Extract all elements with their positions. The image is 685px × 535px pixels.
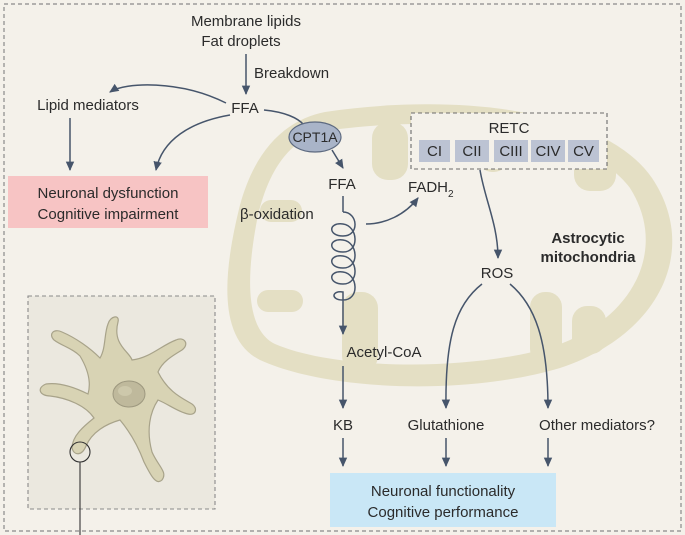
dysfunction-box <box>8 176 208 228</box>
retc-complexes: CI CII CIII CIV CV <box>419 140 599 162</box>
dysfunction-line2: Cognitive impairment <box>38 206 180 223</box>
glutathione-label: Glutathione <box>408 417 485 434</box>
ffa-top-label: FFA <box>231 100 259 117</box>
source-fat-droplets: Fat droplets <box>201 33 280 50</box>
kb-label: KB <box>333 417 353 434</box>
arrow-cpt1a-to-ffa <box>331 149 344 169</box>
fadh2-base: FADH <box>408 179 448 196</box>
complex-civ-label: CIV <box>535 143 560 160</box>
beta-oxidation-label: β-oxidation <box>240 206 314 223</box>
arrow-ros-to-other-mediators <box>509 283 553 410</box>
complex-ci-label: CI <box>427 143 442 160</box>
beta-oxidation-spiral <box>331 211 356 336</box>
ffa-inner-label: FFA <box>328 176 356 193</box>
arrow-ros-to-glutathione <box>441 283 483 410</box>
functionality-line1: Neuronal functionality <box>371 483 516 500</box>
retc-title: RETC <box>489 120 530 137</box>
fadh2-label: FADH2 <box>408 179 454 200</box>
complex-cii-label: CII <box>462 143 481 160</box>
functionality-box <box>330 473 556 527</box>
astrocyte-illustration <box>39 316 197 483</box>
arrow-retc-to-ros <box>479 169 503 260</box>
arrow-ffa-to-dysfunction <box>153 114 231 172</box>
cpt1a-label: CPT1A <box>292 129 338 145</box>
mito-label-line1: Astrocytic <box>551 230 624 247</box>
outer-frame <box>3 3 682 532</box>
mito-label-line2: mitochondria <box>540 249 636 266</box>
complex-civ <box>531 140 565 162</box>
complex-cv-label: CV <box>573 143 594 160</box>
arrow-to-fadh2 <box>365 197 419 225</box>
complex-cii <box>455 140 489 162</box>
ros-label: ROS <box>481 265 514 282</box>
dysfunction-line1: Neuronal dysfunction <box>38 185 179 202</box>
complex-ciii-label: CIII <box>499 143 522 160</box>
other-mediators-label: Other mediators? <box>539 417 655 434</box>
cpt1a-transporter <box>288 121 342 153</box>
breakdown-label: Breakdown <box>254 65 329 82</box>
source-membrane-lipids: Membrane lipids <box>191 13 301 30</box>
acetyl-coa-label: Acetyl-CoA <box>346 344 421 361</box>
complex-cv <box>568 140 599 162</box>
functionality-line2: Cognitive performance <box>368 504 519 521</box>
fadh2-subscript: 2 <box>448 189 454 200</box>
lipid-mediators-label: Lipid mediators <box>37 97 139 114</box>
arrow-ffa-to-lipid-mediators <box>109 83 227 104</box>
complex-ciii <box>494 140 528 162</box>
complex-ci <box>419 140 450 162</box>
